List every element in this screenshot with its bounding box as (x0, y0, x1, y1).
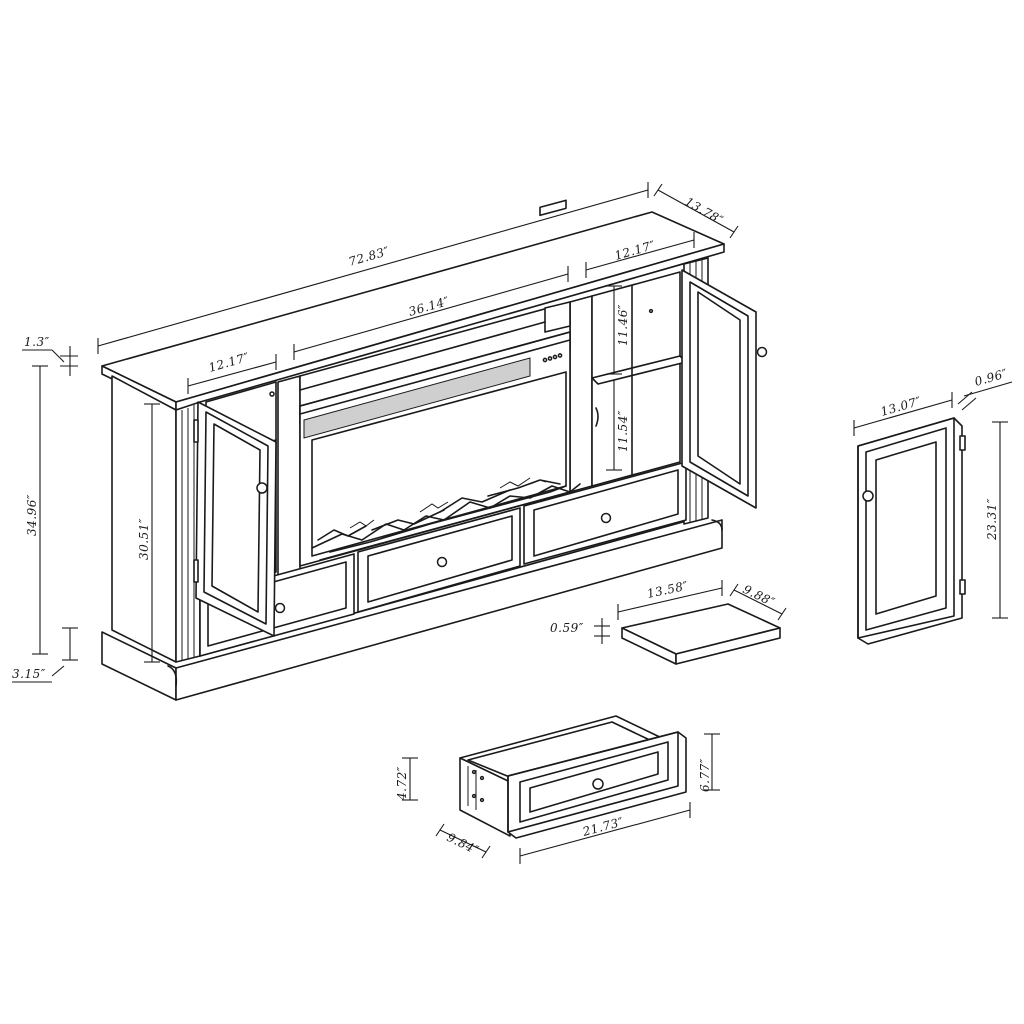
drawer-center-knob[interactable] (436, 556, 448, 568)
left-open-door[interactable] (193, 401, 277, 637)
dim-upper-shelf-gap: 11.46″ (616, 304, 630, 346)
loose-drawer-knob (592, 778, 604, 790)
center-shelf-back (544, 301, 571, 333)
drawer-left-knob[interactable] (274, 602, 286, 614)
dim-door-thickness: 0.96″ (973, 366, 1009, 389)
dim-depth: 13.78″ (683, 194, 726, 227)
right-divider-post (569, 295, 593, 493)
dim-base-height: 3.15″ (12, 667, 46, 681)
drawer-right-knob[interactable] (600, 512, 612, 524)
drawer-box-side (459, 757, 511, 837)
left-divider-post (277, 375, 301, 577)
dim-door-height: 23.31″ (985, 498, 999, 541)
loose-shelf: 13.58″ 9.88″ 0.59″ (550, 579, 787, 665)
drawer-row (199, 461, 687, 657)
fireplace-vent-grille (303, 357, 531, 439)
fireplace-control-panel (539, 199, 567, 217)
dim-shelf-width: 13.58″ (646, 579, 690, 601)
cabinet-base-front (175, 519, 723, 701)
loose-door: 13.07″ 0.96″ 23.31″ (853, 366, 1013, 645)
dim-drawer-front-height: 6.77″ (698, 758, 712, 792)
right-door-knob[interactable] (756, 346, 768, 358)
door-knob (862, 490, 874, 502)
left-door-knob[interactable] (256, 482, 268, 494)
fireplace-logs (311, 477, 581, 561)
cabinet-top-side-edge (175, 243, 725, 411)
right-open-door[interactable] (681, 269, 768, 509)
dim-top-thickness: 1.3″ (24, 335, 50, 349)
dim-total-height: 34.96″ (25, 494, 39, 536)
dim-drawer-depth: 9.84″ (445, 830, 481, 857)
dim-shelf-thickness: 0.59″ (550, 621, 584, 635)
dim-drawer-box-height: 4.72″ (395, 766, 409, 801)
shelf-side-edge (675, 627, 781, 665)
dim-cabinet-height: 30.51″ (137, 518, 151, 560)
loose-drawer: 4.72″ 6.77″ 9.84″ 21.73″ (395, 715, 720, 864)
main-cabinet (101, 199, 768, 701)
control-buttons (542, 353, 563, 363)
dim-shelf-depth: 9.88″ (741, 582, 777, 609)
dim-lower-shelf-gap: 11.54″ (616, 410, 630, 452)
